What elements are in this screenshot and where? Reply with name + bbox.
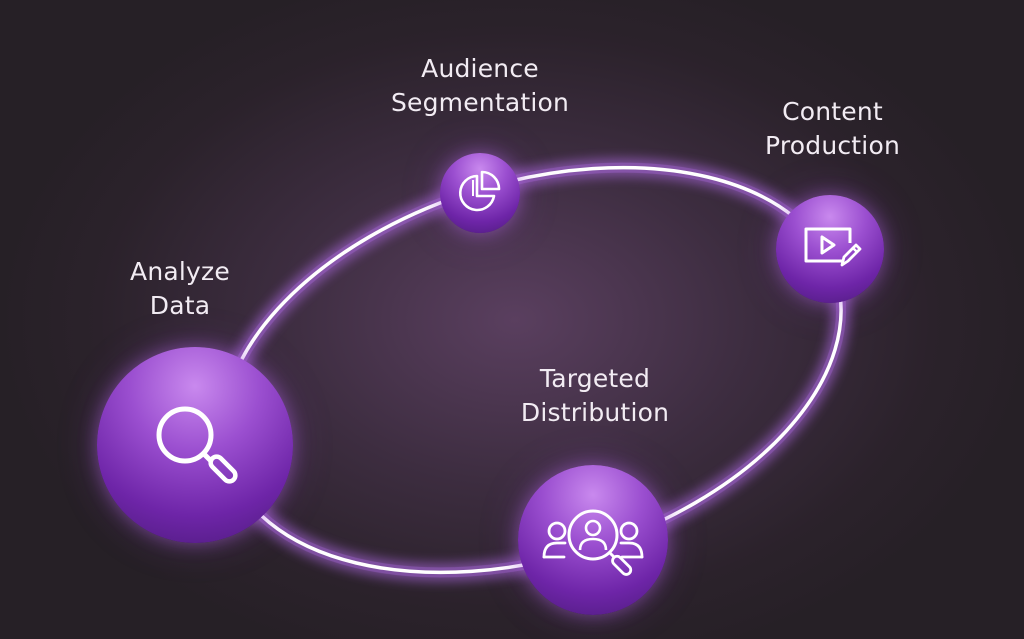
node-analyze-data[interactable] xyxy=(97,347,293,543)
label-line: Content xyxy=(782,97,883,126)
magnifier-icon xyxy=(156,406,238,484)
label-line: Distribution xyxy=(520,398,670,427)
label-line: Audience xyxy=(421,54,539,83)
label-line: Data xyxy=(149,291,211,320)
label-line: Segmentation xyxy=(390,88,570,117)
audience-search-icon xyxy=(542,509,644,576)
video-edit-icon xyxy=(804,227,862,267)
label-targeted-distribution: Targeted Distribution xyxy=(500,362,690,430)
label-audience-segmentation: Audience Segmentation xyxy=(380,52,580,120)
label-content-production: Content Production xyxy=(745,95,920,163)
node-content-production[interactable] xyxy=(776,195,884,303)
label-line: Analyze xyxy=(130,257,230,286)
node-audience-segmentation[interactable] xyxy=(440,153,520,233)
pie-chart-icon xyxy=(458,170,501,212)
label-analyze-data: Analyze Data xyxy=(120,255,240,323)
label-line: Production xyxy=(764,131,900,160)
node-targeted-distribution[interactable] xyxy=(518,465,668,615)
label-line: Targeted xyxy=(539,364,651,393)
